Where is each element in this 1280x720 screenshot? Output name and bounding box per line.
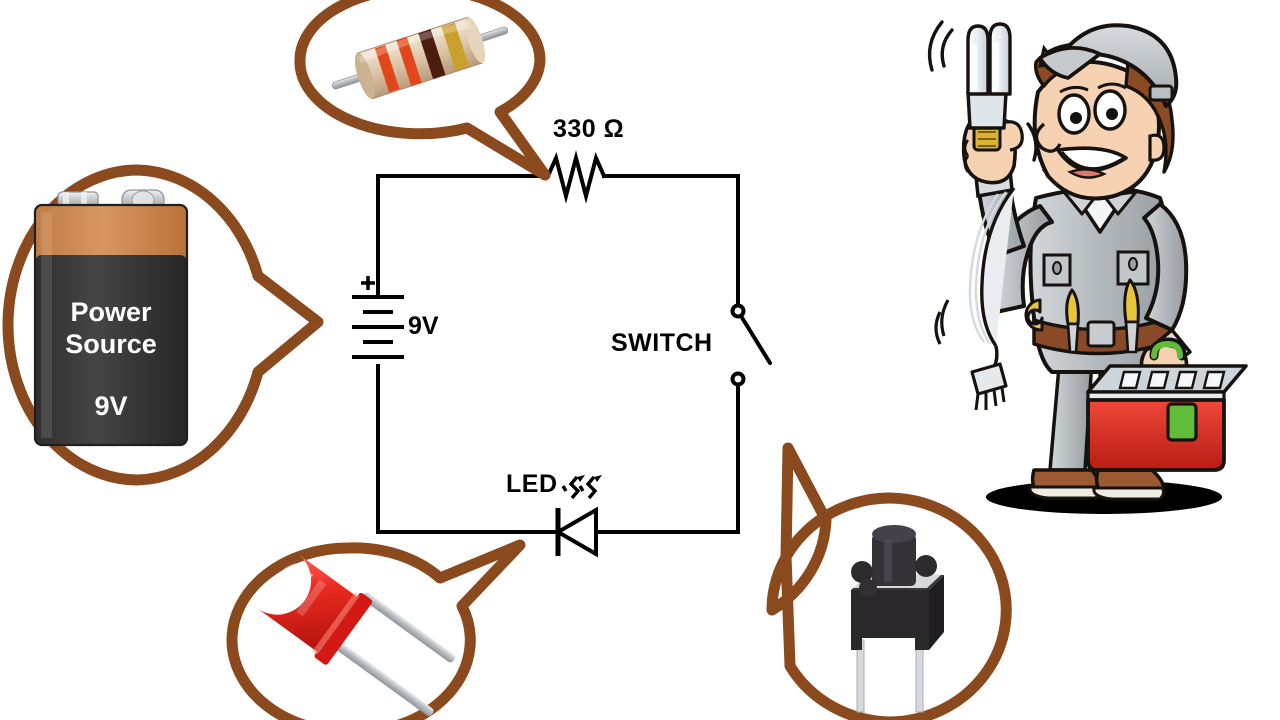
belt-tools [1024, 278, 1140, 354]
led-light-arrows [561, 475, 598, 500]
cfl-bulb [966, 22, 1012, 152]
battery-callout-title: Power Source [65, 297, 157, 359]
battery-callout-voltage: 9V [94, 391, 128, 421]
cartoon-electrician [927, 20, 1248, 514]
switch-photo [851, 525, 944, 713]
toolbox [1086, 337, 1248, 472]
tactile-switch-photo-callout [766, 442, 1012, 720]
led-photo-callout [226, 539, 526, 720]
battery-symbol [352, 276, 404, 359]
resistor-photo-callout [294, 0, 551, 181]
circuit-wires [376, 174, 740, 534]
resistor-value-label: 330 Ω [553, 115, 625, 143]
battery-value-label: 9V [408, 312, 439, 340]
resistor-photo [331, 16, 509, 100]
led-symbol [554, 475, 602, 558]
battery-photo-callout [2, 164, 324, 486]
switch-label: SWITCH [611, 329, 713, 357]
switch-symbol [730, 303, 772, 387]
led-label: LED [506, 470, 558, 498]
led-arrow-heads [577, 475, 602, 482]
cable-coil [934, 186, 1016, 411]
battery-photo [33, 189, 189, 447]
led-photo [257, 553, 456, 716]
resistor-symbol [545, 150, 607, 204]
